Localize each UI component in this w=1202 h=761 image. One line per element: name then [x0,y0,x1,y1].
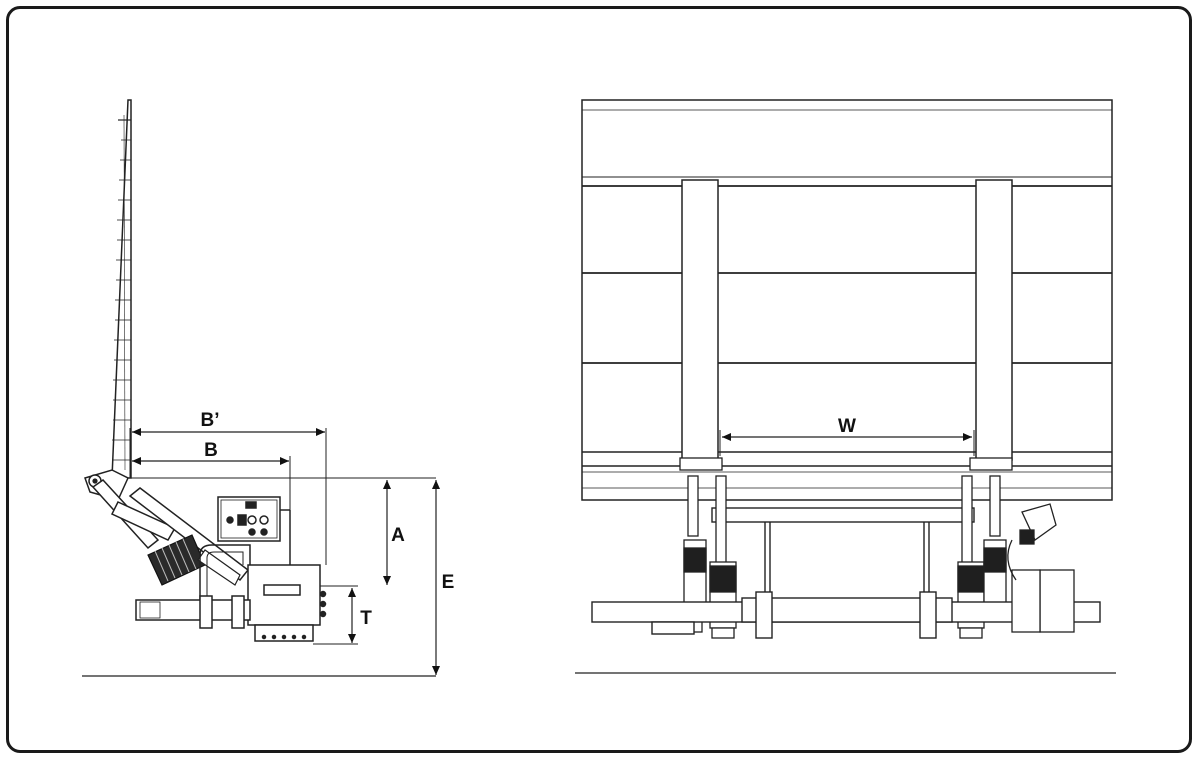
pump-unit [1007,503,1075,633]
label-a: A [391,525,405,546]
rear-cross-beam [711,507,975,600]
side-chassis-beam [135,595,251,629]
label-b-prime: B’ [201,410,220,431]
lift-arms [91,479,250,582]
side-view [82,99,440,677]
extension-lines [129,428,436,645]
drawing-frame [6,6,1192,753]
rear-chassis-bar [591,591,1101,639]
label-b: B [204,440,218,461]
mount-bracket [199,544,251,600]
label-e: E [442,572,455,593]
label-w: W [838,416,856,437]
power-pack [247,564,327,642]
hydraulic-cylinder [147,534,241,586]
vertical-posts [681,179,1013,461]
rear-view [575,99,1116,674]
vehicle-body [581,99,1113,501]
label-t: T [360,608,372,629]
control-box [217,496,291,565]
raised-platform [111,99,132,479]
dimension-arrows [132,428,440,675]
